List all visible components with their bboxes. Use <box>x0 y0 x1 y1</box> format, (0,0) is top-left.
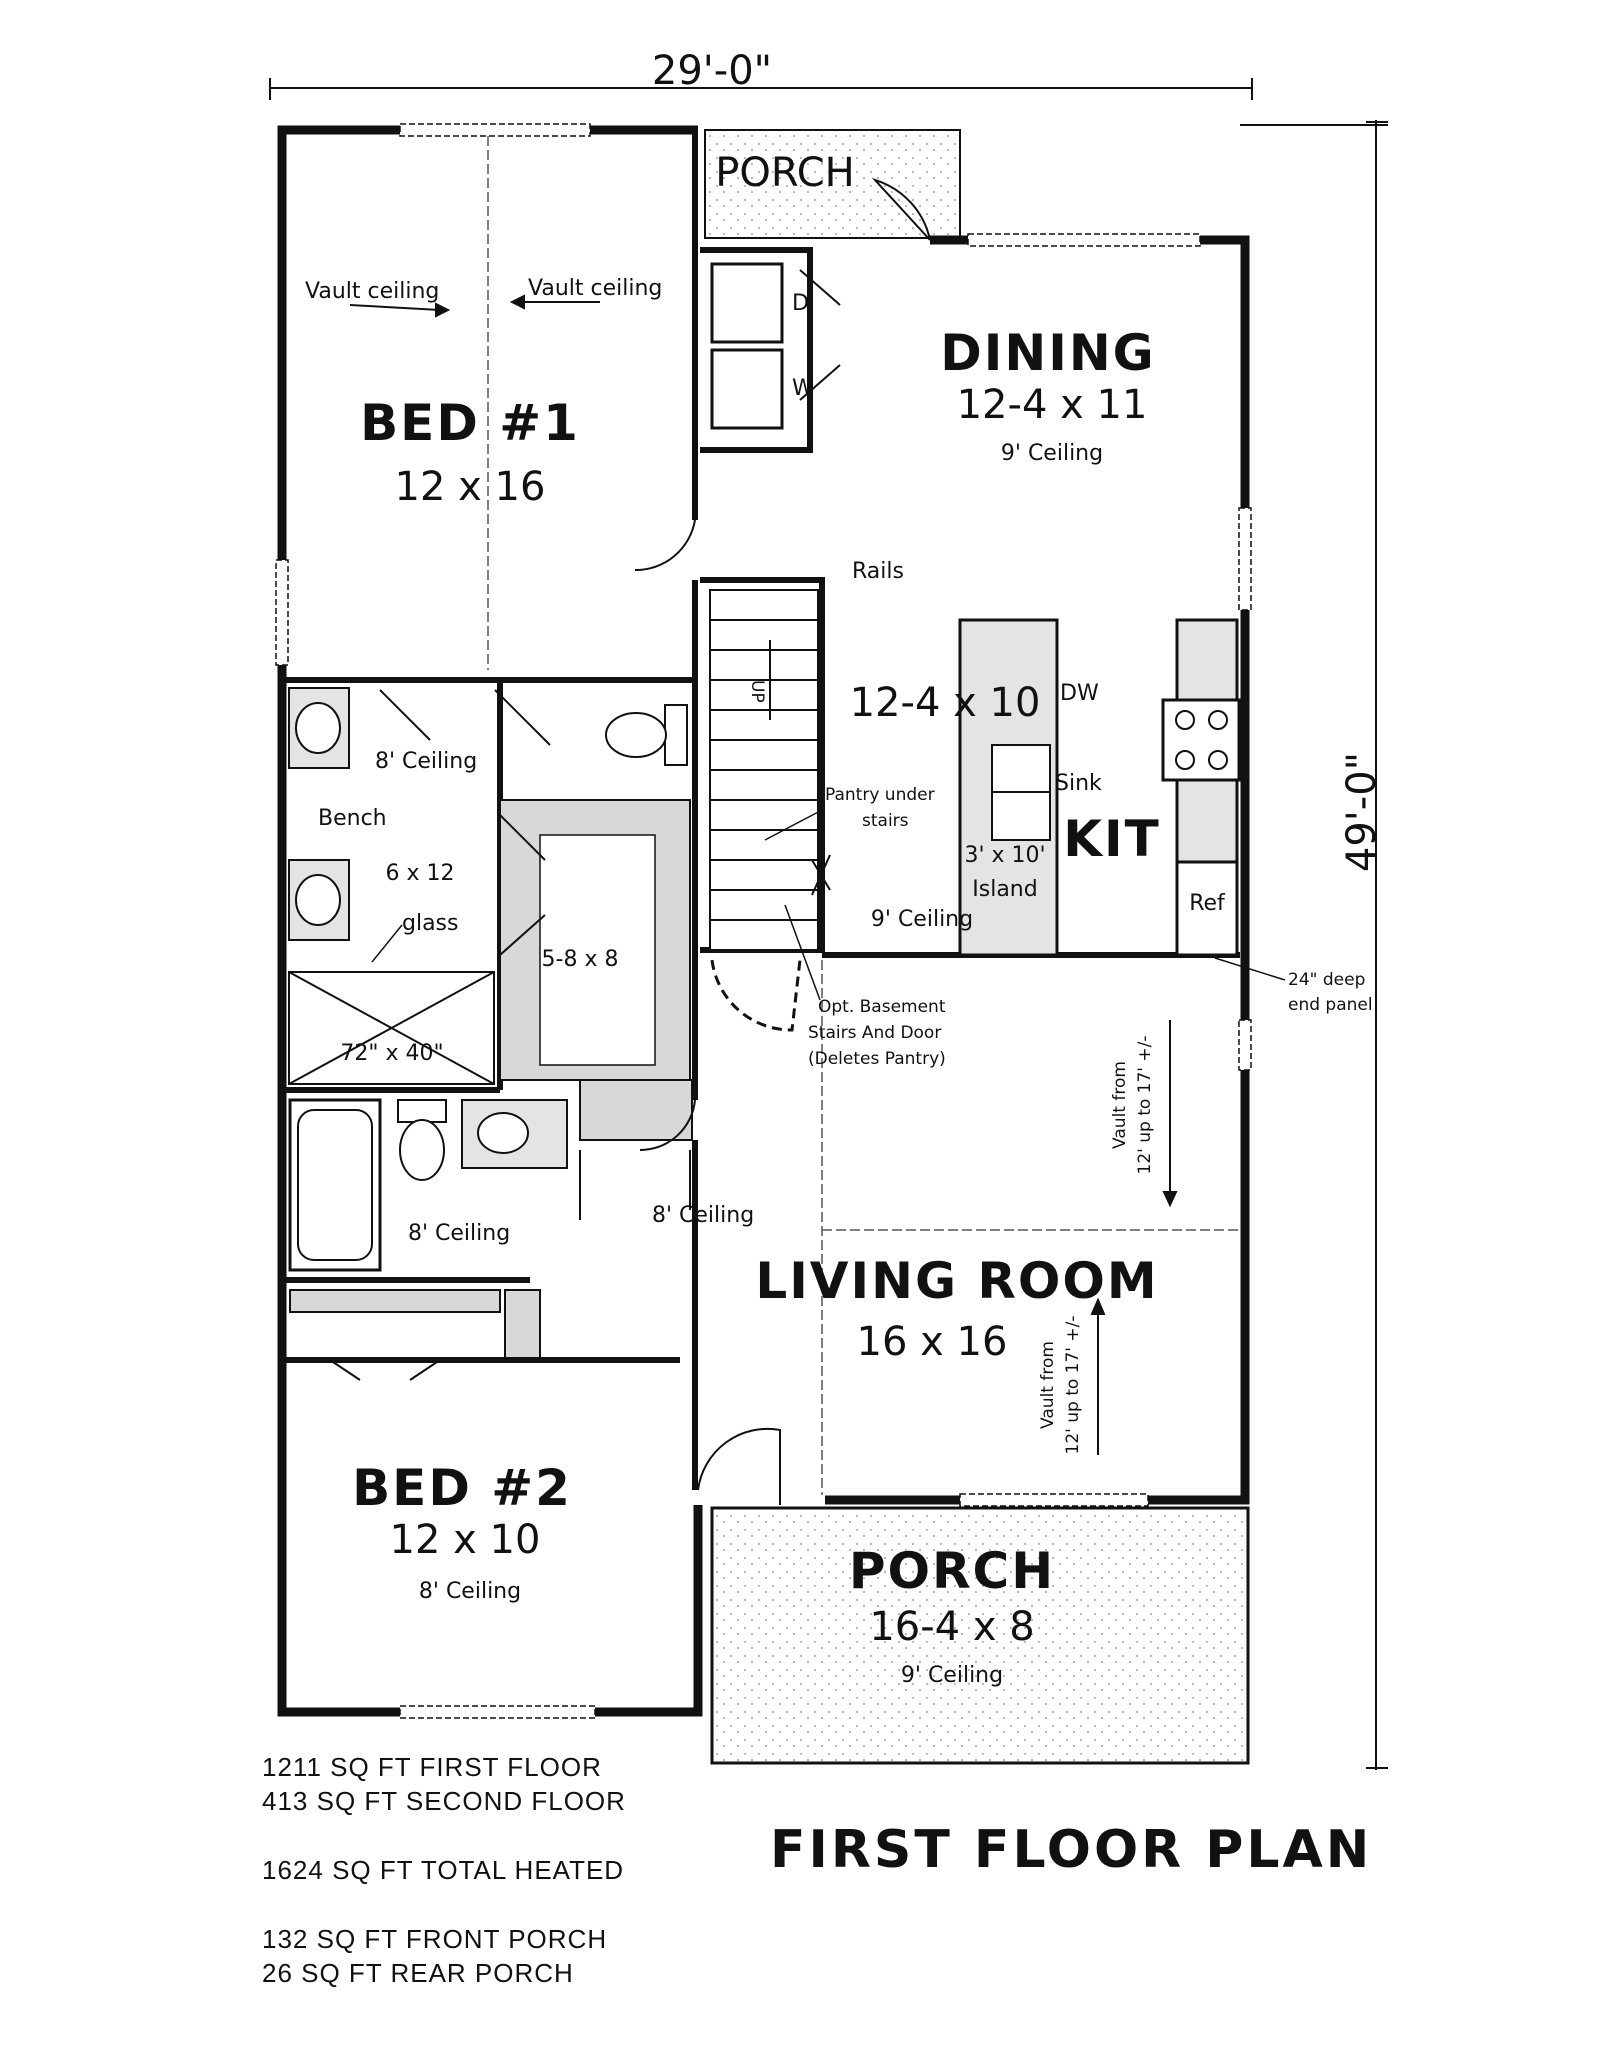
stat-total-heated: 1624 SQ FT TOTAL HEATED <box>262 1855 625 1885</box>
basement-label-2: Stairs And Door <box>808 1023 941 1043</box>
bed2-name: BED #2 <box>352 1459 572 1517</box>
rails-label: Rails <box>852 559 904 584</box>
dining-size: 12-4 x 11 <box>957 382 1148 428</box>
refrigerator-label: Ref <box>1189 891 1226 916</box>
toilet-bowl-master <box>605 712 667 758</box>
toilet-tank-master <box>664 704 688 766</box>
hall-linen <box>579 1079 693 1141</box>
vault-living-1-line2: 12' up to 17' +/- <box>1135 1036 1155 1175</box>
glass-label: glass <box>402 911 458 936</box>
stat-second-floor: 413 SQ FT SECOND FLOOR <box>262 1786 626 1816</box>
kitchen-name: KIT <box>1063 810 1160 868</box>
sink-bowl-bath2 <box>477 1112 529 1154</box>
depth-dimension <box>1366 120 1388 1770</box>
vault-living-1-line1: Vault from <box>1110 1061 1130 1149</box>
sink-label: Sink <box>1055 771 1102 796</box>
kitchen-ceiling: 9' Ceiling <box>871 907 973 932</box>
glass-leader <box>371 924 403 963</box>
washer <box>710 348 784 430</box>
washer-label: W <box>792 376 814 401</box>
bath2-ceiling: 8' Ceiling <box>408 1221 510 1246</box>
dining-ceiling: 9' Ceiling <box>1001 441 1103 466</box>
stairs-up-label: UP <box>747 680 767 703</box>
front-porch-size: 16-4 x 8 <box>869 1604 1034 1650</box>
pantry-label-2: stairs <box>862 811 909 831</box>
tub-basin <box>297 1109 373 1261</box>
width-dimension <box>269 78 1388 126</box>
pantry-leader <box>764 809 823 841</box>
dishwasher-label: DW <box>1060 681 1099 706</box>
dryer <box>710 262 784 344</box>
master-bath-size: 6 x 12 <box>386 861 455 886</box>
refrigerator <box>1175 860 1239 957</box>
windows <box>275 123 1252 1719</box>
basement-label-1: Opt. Basement <box>818 997 946 1017</box>
master-bath-ceiling: 8' Ceiling <box>375 749 477 774</box>
rear-porch-label: PORCH <box>715 150 854 196</box>
sink-bowl-1 <box>295 702 341 754</box>
hall-ceiling: 8' Ceiling <box>652 1203 754 1228</box>
stat-first-floor: 1211 SQ FT FIRST FLOOR <box>262 1752 602 1782</box>
front-porch-ceiling: 9' Ceiling <box>901 1663 1003 1688</box>
range-burners <box>1175 710 1228 770</box>
basement-label-3: (Deletes Pantry) <box>808 1049 946 1069</box>
island-name: Island <box>972 877 1037 902</box>
shower <box>288 971 495 1085</box>
sink-bowl-2 <box>295 874 341 926</box>
shower-size: 72" x 40" <box>340 1041 443 1066</box>
ceiling-lines <box>487 136 1240 1495</box>
depth-dimension-label: 49'-0" <box>1339 752 1385 872</box>
stairs <box>709 589 819 951</box>
vault-living-2-line1: Vault from <box>1038 1341 1058 1429</box>
bed1-name: BED #1 <box>360 394 580 452</box>
plan-title: FIRST FLOOR PLAN <box>770 1820 1373 1880</box>
basement-door-swing <box>710 959 802 1032</box>
bed2-size: 12 x 10 <box>390 1517 541 1563</box>
end-panel-label-1: 24" deep <box>1288 970 1365 990</box>
bed2-ceiling: 8' Ceiling <box>419 1579 521 1604</box>
stat-rear-porch: 26 SQ FT REAR PORCH <box>262 1958 574 1988</box>
living-room-size: 16 x 16 <box>857 1319 1008 1365</box>
island-size: 3' x 10' <box>964 843 1045 868</box>
front-porch-floor <box>710 1506 1250 1765</box>
end-panel-label-2: end panel <box>1288 995 1373 1015</box>
vault-arrows <box>349 294 1178 1455</box>
linen-shelf <box>504 1289 541 1359</box>
front-porch-name: PORCH <box>849 1542 1055 1600</box>
door-swings <box>329 177 931 1505</box>
dining-name: DINING <box>940 324 1155 382</box>
vault-ceiling-label-1: Vault ceiling <box>305 279 439 304</box>
toilet-tank-bath2 <box>397 1099 447 1123</box>
bench-label: Bench <box>318 806 387 831</box>
bed1-size: 12 x 16 <box>395 464 546 510</box>
living-room-name: LIVING ROOM <box>755 1252 1158 1310</box>
closet-size: 5-8 x 8 <box>542 947 619 972</box>
rear-porch-floor <box>704 129 961 239</box>
dryer-label: D <box>792 291 809 316</box>
closet-floor <box>539 834 656 1066</box>
kitchen-size: 12-4 x 10 <box>850 680 1041 726</box>
basement-leader <box>784 904 821 1001</box>
toilet-bowl-bath2 <box>399 1119 445 1181</box>
vault-living-2-line2: 12' up to 17' +/- <box>1063 1316 1083 1455</box>
bed2-closet-shelf <box>289 1289 501 1313</box>
exterior-walls <box>277 125 1250 1717</box>
vault-ceiling-label-2: Vault ceiling <box>528 276 662 301</box>
pantry-label-1: Pantry under <box>825 785 935 805</box>
end-panel-leader <box>1214 957 1286 981</box>
width-dimension-label: 29'-0" <box>652 48 772 94</box>
range <box>1161 698 1241 782</box>
stat-front-porch: 132 SQ FT FRONT PORCH <box>262 1924 608 1954</box>
